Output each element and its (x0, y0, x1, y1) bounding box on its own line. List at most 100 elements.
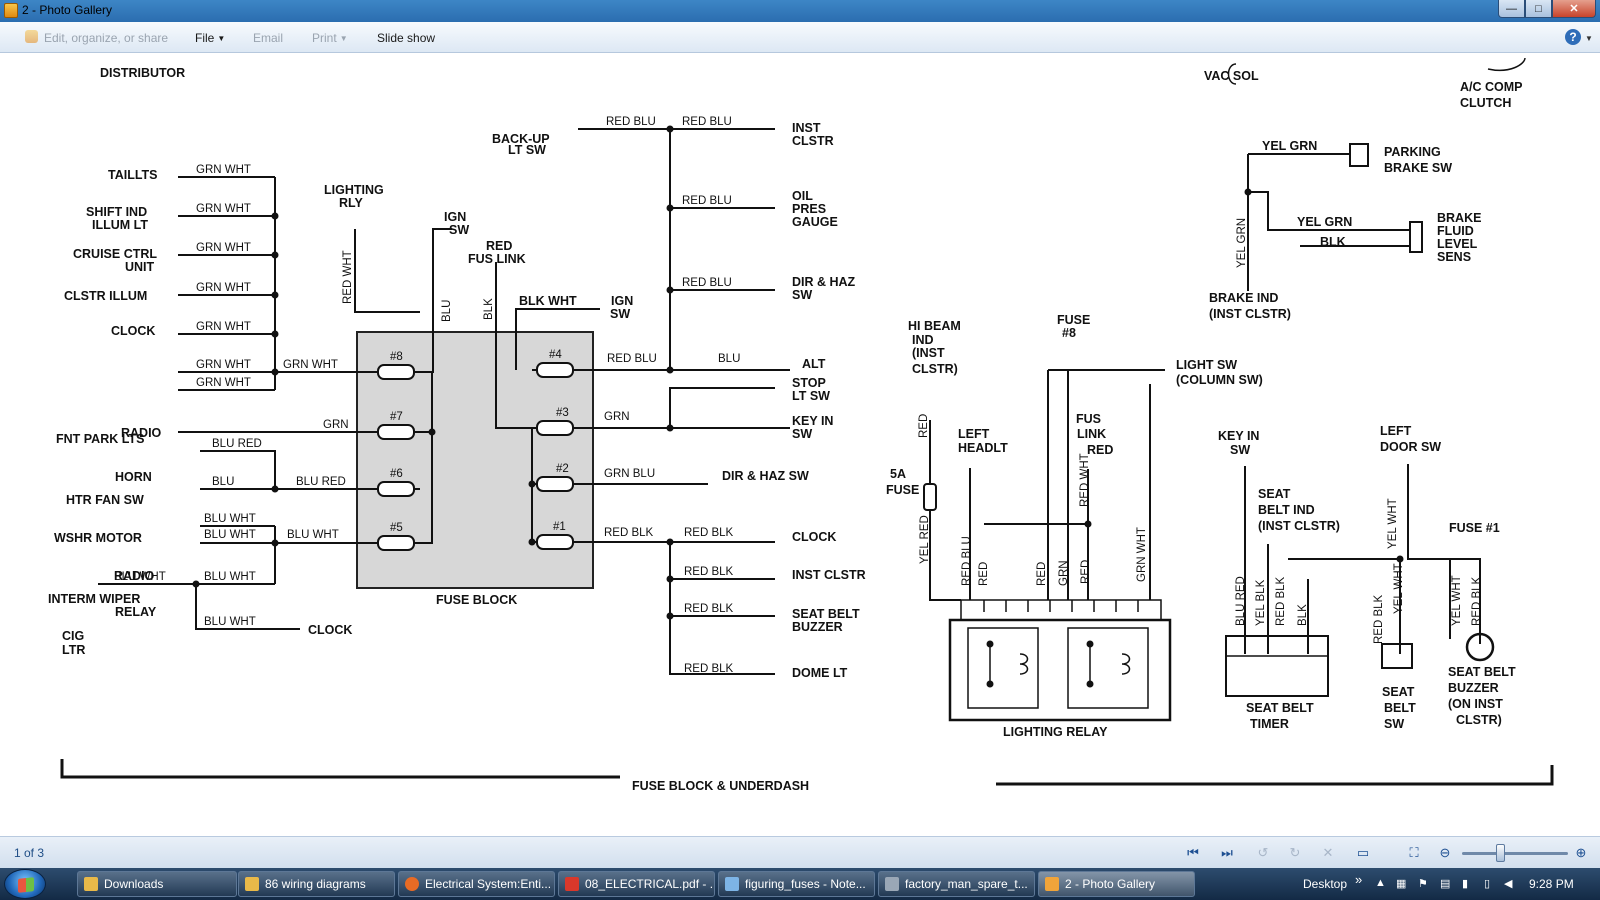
right-load-label: DOME LT (792, 666, 848, 680)
right-load-label: STOP (792, 376, 826, 390)
left-load-label: CLOCK (111, 324, 155, 338)
center-label: SW (610, 307, 630, 321)
left-load-label: FNT PARK LTS (56, 432, 144, 446)
wire-color-label: BLU WHT (204, 571, 256, 583)
relay-area-label: YEL RED (919, 515, 931, 564)
relay-area-label: HI BEAM (908, 319, 961, 333)
file-menu[interactable]: File▼ (195, 31, 225, 45)
battery-icon[interactable]: ▯ (1484, 878, 1491, 890)
wire-color-label: GRN (604, 411, 630, 423)
taskbar-item-firefox[interactable]: Electrical System:Enti... (398, 871, 555, 897)
seat-belt-area-label: KEY IN (1218, 429, 1259, 443)
wire-color-label: BLU (718, 353, 740, 365)
wire-color-label: RED BLK (604, 527, 654, 539)
left-load-label: RADIO (121, 426, 162, 440)
volume-icon[interactable]: ◀ (1504, 878, 1513, 890)
network-icon[interactable]: ▮ (1462, 878, 1469, 890)
help-chevron-down-icon[interactable]: ▼ (1585, 34, 1593, 43)
taskbar-item-photo-gallery[interactable]: 2 - Photo Gallery (1038, 871, 1195, 897)
email-label: Email (253, 31, 284, 45)
email-button[interactable]: Email (253, 31, 283, 45)
brake-area-label: BRAKE IND (1209, 291, 1278, 305)
zoom-in-icon[interactable]: ⊕ (1575, 845, 1587, 860)
brake-area-label: FLUID (1437, 224, 1474, 238)
wire-color-label: RED BLK (684, 663, 734, 675)
window-title: 2 - Photo Gallery (22, 3, 113, 17)
rotate-right-icon[interactable]: ↻ (1289, 845, 1301, 860)
clock-time[interactable]: 9:28 PM (1529, 877, 1574, 891)
taskbar-item-label: Electrical System:Enti... (425, 877, 552, 891)
wire-color-label: GRN WHT (196, 203, 251, 215)
wire-color-label: GRN WHT (196, 242, 251, 254)
edit-organize-share-menu[interactable]: Edit, organize, or share (44, 31, 168, 45)
taskbar-item-factory-manual[interactable]: factory_man_spare_t... (878, 871, 1035, 897)
wire-color-label: GRN WHT (196, 359, 251, 371)
firefox-icon (405, 877, 419, 891)
slide-show-button[interactable]: Slide show (377, 31, 435, 45)
diagram-title: FUSE BLOCK & UNDERDASH (632, 779, 809, 793)
photo-count: 1 of 3 (14, 846, 45, 860)
zoom-slider-thumb[interactable] (1496, 844, 1505, 862)
next-photo-icon[interactable]: ⏭ (1221, 845, 1233, 860)
maximize-button[interactable]: □ (1525, 0, 1552, 18)
taskbar-item-pdf[interactable]: 08_ELECTRICAL.pdf - ... (558, 871, 715, 897)
zoom-out-icon[interactable]: ⊖ (1439, 845, 1451, 860)
start-button[interactable] (4, 869, 46, 899)
toolbar-chevron-icon[interactable]: » (1355, 872, 1363, 887)
edit-organize-icon (25, 30, 38, 43)
close-button[interactable]: ✕ (1552, 0, 1596, 18)
rotate-left-icon[interactable]: ↺ (1257, 845, 1269, 860)
taskbar-item-notepad[interactable]: figuring_fuses - Note... (718, 871, 875, 897)
relay-area-label: LINK (1077, 427, 1106, 441)
brake-area-label: LEVEL (1437, 237, 1478, 251)
brake-area-label: CLUTCH (1460, 96, 1511, 110)
seat-belt-area-label: SEAT BELT (1448, 665, 1516, 679)
minimize-button[interactable]: — (1498, 0, 1525, 18)
left-load-label: CLSTR ILLUM (64, 289, 147, 303)
fit-to-window-icon[interactable]: ⛶ (1409, 845, 1419, 860)
taskbar-item-label: 08_ELECTRICAL.pdf - ... (585, 877, 715, 891)
taskbar-item-label: factory_man_spare_t... (905, 877, 1028, 891)
print-menu[interactable]: Print▼ (312, 31, 348, 45)
right-load-label: LT SW (792, 389, 830, 403)
center-label: SW (449, 223, 469, 237)
taskbar-item-downloads[interactable]: Downloads (77, 871, 237, 897)
delete-icon[interactable]: ✕ (1322, 845, 1334, 860)
seat-belt-area-label: SEAT BELT (1246, 701, 1314, 715)
desktop-toolbar[interactable]: Desktop (1303, 877, 1348, 891)
brake-area-label: YEL GRN (1236, 218, 1248, 268)
relay-area-label: RED (1080, 560, 1092, 584)
relay-area-label: GRN (1058, 560, 1070, 586)
zoom-slider-track[interactable] (1462, 852, 1568, 855)
wire-color-label: BLU WHT (114, 571, 166, 583)
fuse-number-label: #2 (556, 463, 569, 475)
relay-area-label: RED WHT (1079, 453, 1091, 507)
right-load-label: SW (792, 288, 812, 302)
brake-area-label: BRAKE SW (1384, 161, 1452, 175)
taskbar: Downloads 86 wiring diagrams Electrical … (0, 868, 1600, 900)
first-photo-icon[interactable]: ⏮ (1187, 845, 1199, 860)
seat-belt-area-label: YEL WHT (1451, 575, 1463, 626)
taskbar-item-label: 86 wiring diagrams (265, 877, 366, 891)
seat-belt-area-label: CLSTR) (1456, 713, 1502, 727)
display-icon[interactable]: ▤ (1440, 878, 1451, 890)
seat-belt-area-label: DOOR SW (1380, 440, 1441, 454)
windows-flag-icon[interactable]: ▦ (1396, 878, 1407, 890)
photo-gallery-app-icon (4, 3, 18, 18)
fuse-number-label: #3 (556, 407, 569, 419)
chevron-down-icon: ▼ (339, 34, 348, 43)
taskbar-item-wiring-diagrams[interactable]: 86 wiring diagrams (238, 871, 395, 897)
wire-color-label: BLU RED (212, 438, 262, 450)
action-center-icon[interactable]: ⚑ (1418, 878, 1428, 890)
fuse-number-label: #5 (390, 522, 403, 534)
wire-color-label: BLU WHT (204, 616, 256, 628)
show-hidden-icons-icon[interactable]: ▲ (1375, 877, 1386, 889)
left-load-label: TAILLTS (108, 168, 158, 182)
slideshow-icon[interactable]: ▭ (1356, 845, 1370, 860)
help-icon[interactable]: ? (1565, 29, 1581, 45)
brake-area-label: PARKING (1384, 145, 1441, 159)
left-load-label: UNIT (125, 260, 155, 274)
relay-area-label: GRN WHT (1136, 527, 1148, 582)
wire-color-label: GRN WHT (196, 377, 251, 389)
